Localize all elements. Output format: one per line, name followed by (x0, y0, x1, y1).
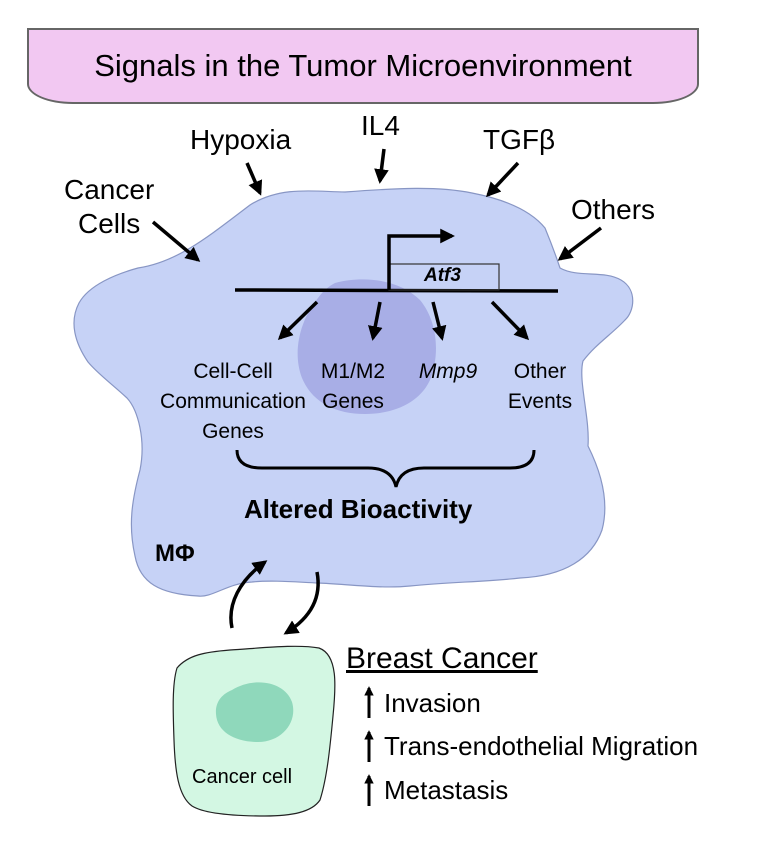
cell-cell-genes-arrow (277, 300, 319, 341)
gene-atf3-label: Atf3 (424, 265, 461, 286)
target-mmp9: Mmp9 (418, 360, 478, 383)
title-banner: Signals in the Tumor Microenvironment (27, 28, 699, 104)
breast-cancer-item-metastasis: Metastasis (384, 775, 509, 805)
m1m2-genes-arrow (368, 301, 383, 341)
cancer-nucleus (215, 682, 294, 742)
mmp9-arrow (431, 301, 447, 341)
cancer-cells-arrow (151, 220, 201, 262)
transcription-start-arrow (387, 228, 455, 290)
target-other-line1: Other (513, 360, 567, 383)
hypoxia-arrow (245, 162, 263, 196)
breast-cancer-title: Breast Cancer (346, 642, 538, 675)
target-cell-cell-genes: Cell-Cell Communication Genes (148, 357, 318, 447)
altered-bioactivity-label: Altered Bioactivity (244, 494, 473, 524)
breast-cancer-item-migration: Trans-endothelial Migration (384, 731, 699, 761)
macrophage-label: MΦ (155, 540, 195, 567)
target-m1m2-line2: Genes (322, 390, 384, 413)
cancer-to-macrophage-arrow (229, 560, 268, 629)
signal-il4: IL4 (361, 110, 400, 141)
curly-brace (235, 449, 536, 488)
macrophage-nucleus (297, 279, 436, 414)
tgfb-arrow (485, 161, 520, 198)
target-cell-cell-line3: Genes (202, 420, 264, 443)
others-arrow (557, 226, 603, 261)
target-cell-cell-line1: Cell-Cell (193, 360, 273, 383)
cancer-cell-label: Cancer cell (192, 766, 293, 788)
breast-cancer-item-invasion: Invasion (384, 688, 481, 718)
signal-cancer-cells-line2: Cells (78, 208, 141, 239)
target-cell-cell-line2: Communication (160, 390, 306, 413)
signal-cancer-cells-line1: Cancer (64, 174, 155, 205)
signal-hypoxia: Hypoxia (190, 124, 292, 155)
macrophage-to-cancer-arrow (283, 571, 320, 635)
target-m1m2-genes: M1/M2 Genes (298, 357, 408, 417)
target-m1m2-line1: M1/M2 (320, 360, 386, 383)
target-other-events: Other Events (495, 357, 585, 417)
il4-arrow (374, 148, 389, 184)
target-other-line2: Events (507, 390, 573, 413)
diagram-title: Signals in the Tumor Microenvironment (94, 48, 632, 83)
other-events-arrow (490, 300, 530, 341)
signal-tgfb: TGFβ (483, 124, 556, 155)
signal-others: Others (571, 194, 656, 225)
